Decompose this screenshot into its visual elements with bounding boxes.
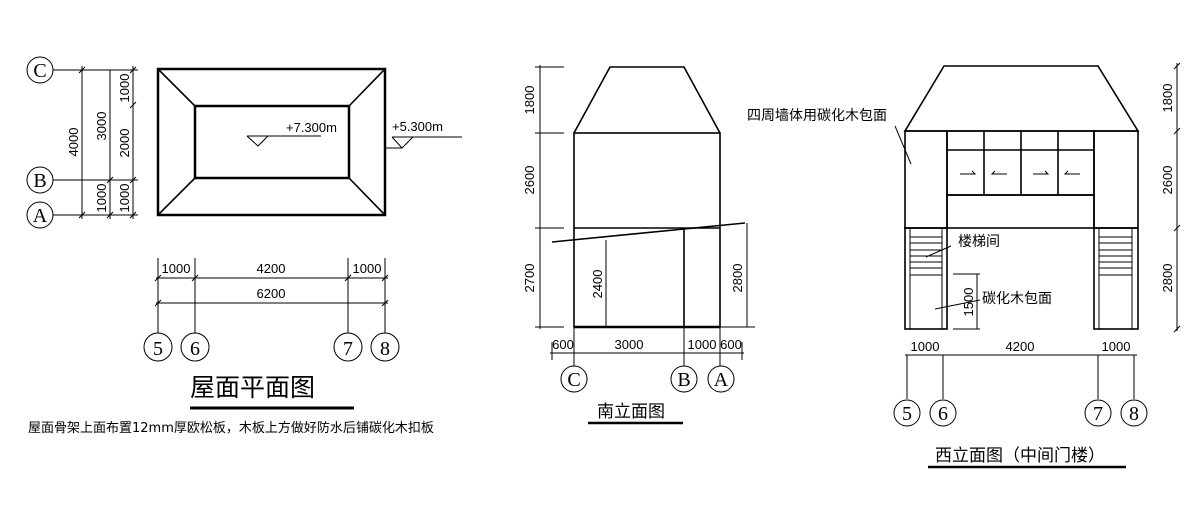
plan-title: 屋面平面图 (190, 373, 315, 402)
window (946, 130, 1095, 196)
south-title: 南立面图 (597, 402, 665, 422)
roof-plan: C B A 4000 3000 1000 1000 2000 1000 (26, 56, 462, 436)
axis-a: A (714, 369, 729, 391)
axis-8: 8 (1129, 403, 1139, 425)
axis-c: C (33, 60, 46, 82)
dim-1800: 1800 (522, 86, 537, 115)
plan-dimensions-horizontal: 1000 4200 1000 6200 (154, 258, 389, 333)
dim-1500: 1500 (961, 288, 976, 317)
axis-a: A (33, 205, 48, 227)
dim-3000: 3000 (94, 112, 109, 141)
south-dims-left: 1800 2600 2700 (522, 65, 564, 329)
axis-bubbles-horizontal: 5 6 7 8 (143, 332, 400, 362)
label-wall-cladding: 四周墙体用碳化木包面 (747, 108, 887, 124)
dim-3000: 3000 (615, 337, 644, 352)
axis-7: 7 (1093, 403, 1103, 425)
axis-6: 6 (938, 403, 948, 425)
right-column (1093, 227, 1139, 330)
elevation-5300: +5.300m (392, 119, 443, 134)
dim-600-left: 600 (552, 337, 574, 352)
axis-8: 8 (380, 338, 390, 360)
dim-1000-ab2: 1000 (117, 184, 132, 213)
dim-4000: 4000 (66, 128, 81, 157)
dim-1800: 1800 (1160, 84, 1175, 113)
dim-2600: 2600 (522, 166, 537, 195)
roof-outline (156, 67, 387, 217)
elevation-mark-top: +7.300m (246, 120, 337, 147)
left-column (904, 227, 948, 330)
axis-6: 6 (190, 338, 200, 360)
dim-1000-right: 1000 (353, 261, 382, 276)
dim-1000: 1000 (688, 337, 717, 352)
dim-1000-left: 1000 (911, 339, 940, 354)
axis-b: B (677, 369, 690, 391)
south-dims-bottom: 600 3000 1000 600 (550, 327, 744, 366)
dim-1000-top: 1000 (117, 74, 132, 103)
dim-2000: 2000 (117, 129, 132, 158)
dim-1000-ab: 1000 (94, 184, 109, 213)
axis-7: 7 (343, 338, 353, 360)
west-title: 西立面图（中间门楼） (935, 446, 1105, 466)
axis-5: 5 (902, 403, 912, 425)
axis-5: 5 (153, 338, 163, 360)
axis-c: C (567, 369, 580, 391)
plan-note: 屋面骨架上面布置12mm厚欧松板，木板上方做好防水后铺碳化木扣板 (28, 420, 434, 436)
elevation-7300: +7.300m (286, 120, 337, 135)
plan-dimensions-vertical: 4000 3000 1000 1000 2000 1000 (66, 66, 137, 219)
axis-bubbles-vertical: C B A (26, 56, 138, 229)
dim-6200: 6200 (257, 286, 286, 301)
dim-1000-left: 1000 (162, 261, 191, 276)
dim-2600: 2600 (1160, 166, 1175, 195)
dim-2700: 2700 (522, 264, 537, 293)
south-elevation: 1800 2600 2700 2400 2800 600 3000 1000 6… (522, 65, 755, 425)
label-carbonized-wood: 碳化木包面 (982, 291, 1052, 307)
dim-2400: 2400 (590, 270, 605, 299)
dim-4200: 4200 (1006, 339, 1035, 354)
west-dims-bottom: 1000 4200 1000 (905, 339, 1137, 399)
elevation-mark-eave: +5.300m (385, 119, 462, 149)
dim-2800: 2800 (1160, 264, 1175, 293)
dim-2800: 2800 (730, 264, 745, 293)
label-stairwell: 楼梯间 (958, 234, 1000, 250)
dim-600-right: 600 (720, 337, 742, 352)
dim-4200: 4200 (257, 261, 286, 276)
dim-1000-right: 1000 (1102, 339, 1131, 354)
axis-b: B (33, 170, 46, 192)
west-dims-right: 1800 2600 2800 (1160, 62, 1181, 333)
west-elevation: 四周墙体用碳化木包面 楼梯间 碳化木包面 1500 1800 2600 2800… (747, 62, 1181, 469)
